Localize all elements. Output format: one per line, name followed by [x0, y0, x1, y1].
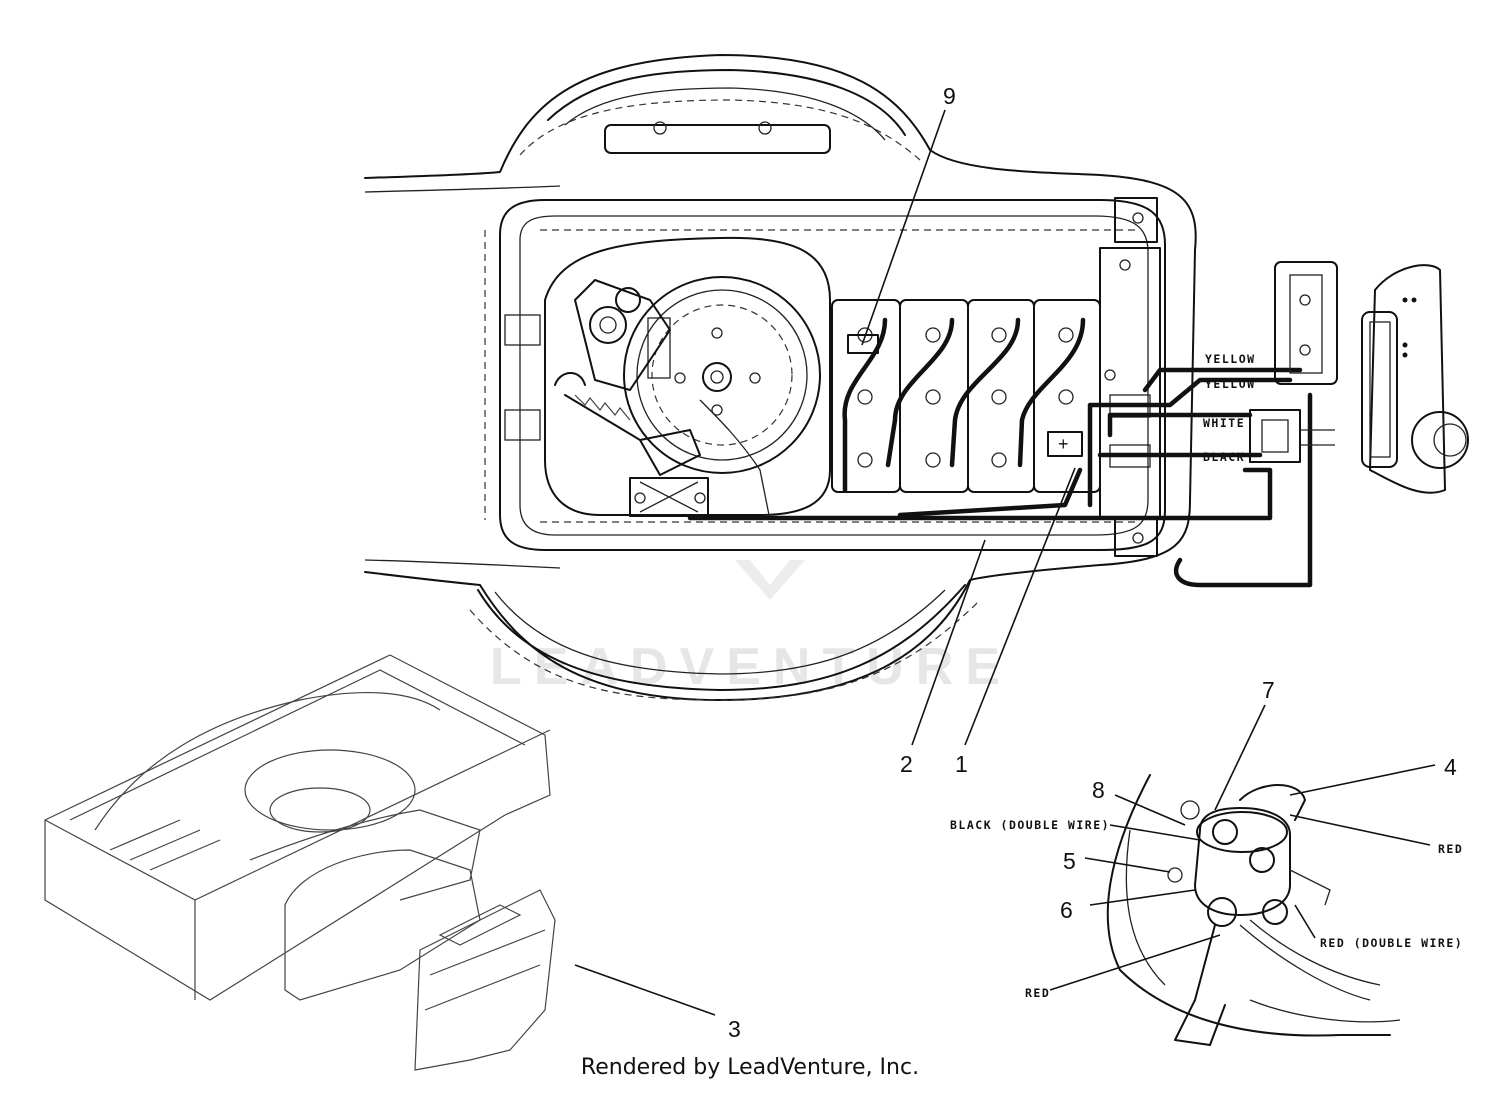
callout-9: 9: [943, 83, 956, 109]
wire-label-white: WHITE: [1203, 416, 1245, 430]
battery-positive-symbol: +: [1058, 434, 1069, 454]
solenoid-detail-drawing: [1106, 774, 1401, 1046]
housing-isometric-drawing: [44, 654, 556, 1071]
wire-label-yellow-1: YELLOW: [1205, 352, 1256, 366]
brake-linkage: [554, 279, 771, 521]
callout-6: 6: [1060, 897, 1073, 923]
wire-label-red-double: RED (DOUBLE WIRE): [1320, 936, 1463, 950]
callout-5: 5: [1063, 848, 1076, 874]
callout-8: 8: [1092, 777, 1105, 803]
external-switch: [1249, 261, 1338, 463]
wire-label-black: BLACK: [1203, 450, 1245, 464]
callout-3: 3: [728, 1016, 741, 1042]
main-assembly-drawing: +: [364, 54, 1469, 701]
wire-label-black-double: BLACK (DOUBLE WIRE): [950, 818, 1110, 832]
callout-1: 1: [955, 751, 968, 777]
watermark-text: LEADVENTURE: [490, 638, 1012, 696]
switch-block: [629, 477, 709, 517]
watermark-logo: LEADVENTURE: [490, 560, 1012, 696]
leader-lines: [574, 109, 1436, 1016]
control-bezel: [1361, 264, 1469, 494]
wire-label-red-bottom: RED: [1025, 986, 1050, 1000]
render-credit: Rendered by LeadVenture, Inc.: [580, 1055, 920, 1080]
battery-pack: +: [831, 299, 1101, 493]
controller-box: [1099, 197, 1161, 557]
wire-label-red-top: RED: [1438, 842, 1463, 856]
callout-4: 4: [1444, 754, 1457, 780]
callout-7: 7: [1262, 677, 1275, 703]
callout-2: 2: [900, 751, 913, 777]
wire-label-yellow-2: YELLOW: [1205, 377, 1256, 391]
